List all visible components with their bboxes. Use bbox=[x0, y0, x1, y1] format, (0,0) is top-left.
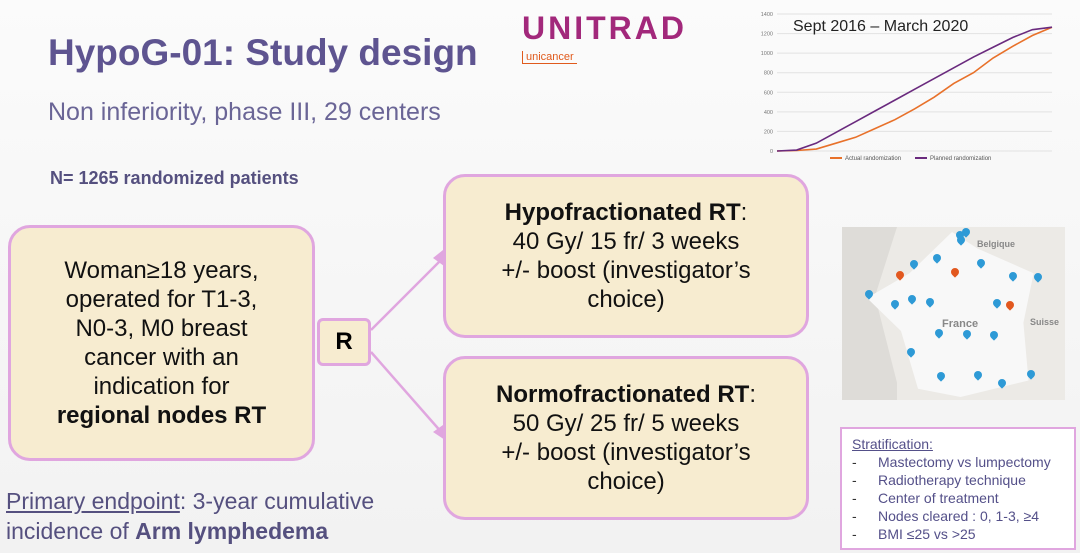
centers-map: France Belgique Suisse bbox=[842, 227, 1065, 400]
strat-item: Mastectomy vs lumpectomy bbox=[852, 453, 1064, 471]
strat-item: Nodes cleared : 0, 1-3, ≥4 bbox=[852, 507, 1064, 525]
chart-title: Sept 2016 – March 2020 bbox=[793, 18, 968, 35]
patient-count: N= 1265 randomized patients bbox=[50, 168, 299, 188]
y-tick-label: 1400 bbox=[761, 12, 773, 18]
primary-endpoint: Primary endpoint: 3-year cumulative inci… bbox=[6, 488, 375, 544]
unitrad-logo: UNITRAD unicancer bbox=[522, 10, 687, 64]
map-pin-icon bbox=[1032, 271, 1044, 283]
y-tick-label: 600 bbox=[764, 90, 773, 96]
y-tick-label: 1000 bbox=[761, 51, 773, 57]
y-tick-label: 800 bbox=[764, 71, 773, 77]
series-line bbox=[776, 26, 1053, 152]
legend-actual: Actual randomization bbox=[845, 156, 901, 162]
y-tick-label: 200 bbox=[764, 129, 773, 135]
legend-planned: Planned randomization bbox=[930, 156, 991, 162]
slide-subtitle: Non inferiority, phase III, 29 centers bbox=[48, 98, 441, 126]
eligibility-box: Woman≥18 years, operated for T1-3, N0-3,… bbox=[8, 225, 315, 461]
series-line bbox=[776, 26, 1053, 152]
y-tick-label: 400 bbox=[764, 110, 773, 116]
stratification-box: Stratification: Mastectomy vs lumpectomy… bbox=[840, 427, 1076, 550]
strat-item: BMI ≤25 vs >25 bbox=[852, 525, 1064, 543]
randomization-chart: 0 200 400 600 800 1000 1200 1400 Sept 2016 – Ma… bbox=[761, 12, 1053, 162]
y-tick-label: 0 bbox=[770, 149, 773, 155]
normofractionated-arm-box: Normofractionated RT: 50 Gy/ 25 fr/ 5 we… bbox=[443, 356, 809, 520]
hypofractionated-arm-box: Hypofractionated RT: 40 Gy/ 15 fr/ 3 wee… bbox=[443, 174, 809, 338]
y-tick-label: 1200 bbox=[761, 32, 773, 38]
slide-title: HypoG-01: Study design bbox=[48, 32, 478, 73]
strat-item: Radiotherapy technique bbox=[852, 471, 1064, 489]
strat-item: Center of treatment bbox=[852, 489, 1064, 507]
randomization-box: R bbox=[317, 318, 371, 366]
